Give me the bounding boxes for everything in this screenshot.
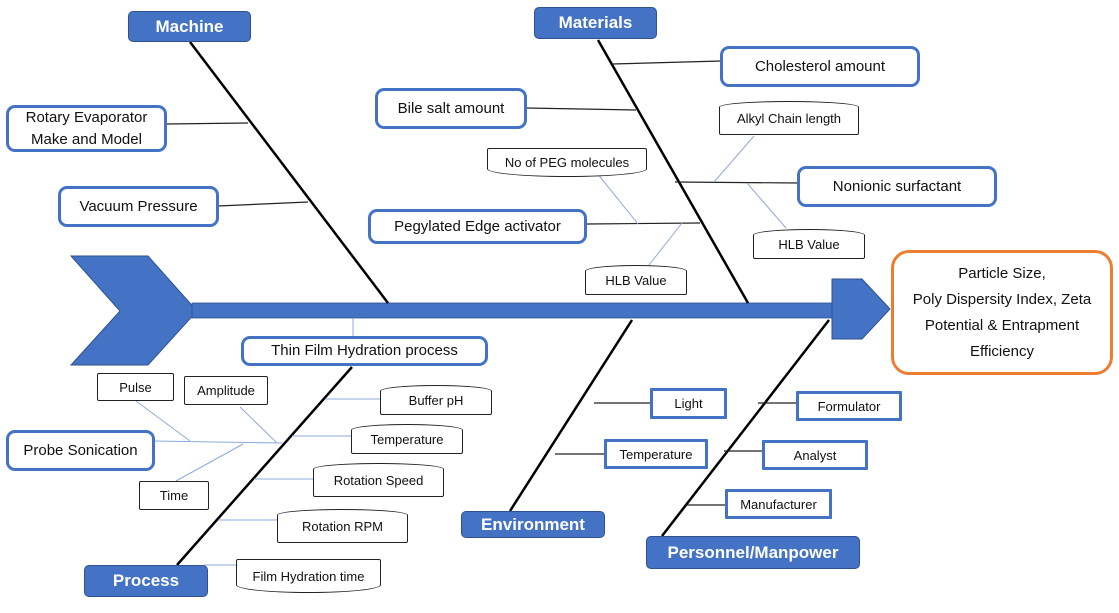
cause-rotary-evaporator: Rotary Evaporator Make and Model (6, 105, 167, 152)
cause-vacuum-pressure: Vacuum Pressure (58, 186, 219, 227)
sub-branch-pulse (135, 400, 191, 442)
cause-probe-sonication: Probe Sonication (6, 430, 155, 471)
category-environment: Environment (461, 511, 605, 538)
effect-line-1: Particle Size, (958, 264, 1046, 282)
cause-temperature-env: Temperature (604, 439, 708, 469)
cause-thin-film-hydration: Thin Film Hydration process (241, 336, 488, 366)
sub-branch-peg (596, 172, 639, 225)
sub-branch-amplitude (239, 406, 278, 444)
cause-pegylated-edge-activator: Pegylated Edge activator (368, 209, 587, 244)
category-machine: Machine (128, 11, 251, 42)
sub-branch-alkyl (713, 135, 755, 183)
effect-line-2: Poly Dispersity Index, Zeta (912, 290, 1092, 308)
spine-arrow-head (831, 278, 891, 340)
sub-branch-hlb-left (648, 222, 683, 266)
sub-cause-pulse: Pulse (97, 373, 174, 401)
bone-machine (189, 41, 389, 304)
bone-process (176, 366, 353, 566)
branch-vacuum-pressure (217, 201, 309, 207)
sub-cause-hlb-value-right: HLB Value (753, 229, 865, 259)
cause-nonionic-surfactant: Nonionic surfactant (797, 166, 997, 207)
sub-cause-hlb-value-left: HLB Value (585, 265, 687, 295)
sub-cause-temperature: Temperature (351, 424, 463, 454)
sub-cause-rotation-speed: Rotation Speed (313, 463, 444, 497)
cause-formulator: Formulator (796, 391, 902, 421)
branch-probe-sonication (153, 440, 283, 444)
sub-cause-buffer-ph: Buffer pH (380, 385, 492, 415)
sub-cause-amplitude: Amplitude (184, 376, 268, 405)
category-personnel: Personnel/Manpower (646, 536, 860, 569)
sub-branch-time (175, 443, 244, 482)
bone-materials (596, 39, 750, 304)
branch-cholesterol (611, 60, 722, 65)
spine-tail-chevron (69, 255, 198, 366)
cause-cholesterol: Cholesterol amount (720, 46, 920, 87)
sub-cause-time: Time (139, 481, 209, 510)
sub-branch-hlb-right (746, 182, 787, 229)
spine-shaft (191, 302, 835, 319)
effect-line-4: Efficiency (970, 342, 1034, 360)
cause-analyst: Analyst (762, 440, 868, 470)
branch-nonionic (674, 181, 799, 184)
cause-light: Light (650, 388, 727, 419)
category-materials: Materials (534, 7, 657, 39)
category-process: Process (84, 565, 208, 597)
bone-personnel (661, 319, 830, 537)
sub-cause-alkyl-chain: Alkyl Chain length (719, 101, 859, 135)
branch-pegylated (586, 222, 701, 225)
effect-line-3: Potential & Entrapment (924, 316, 1080, 334)
effect-box: Particle Size, Poly Dispersity Index, Ze… (891, 250, 1113, 375)
branch-bile-salt (525, 107, 637, 111)
sub-cause-rotation-rpm: Rotation RPM (277, 509, 408, 543)
cause-manufacturer: Manufacturer (725, 489, 832, 519)
sub-cause-film-hydration-time: Film Hydration time (236, 559, 381, 593)
sub-cause-peg-molecules: No of PEG molecules (487, 148, 647, 177)
bone-environment (508, 319, 634, 512)
branch-rotary-evaporator (165, 122, 249, 125)
cause-bile-salt: Bile salt amount (375, 88, 527, 129)
